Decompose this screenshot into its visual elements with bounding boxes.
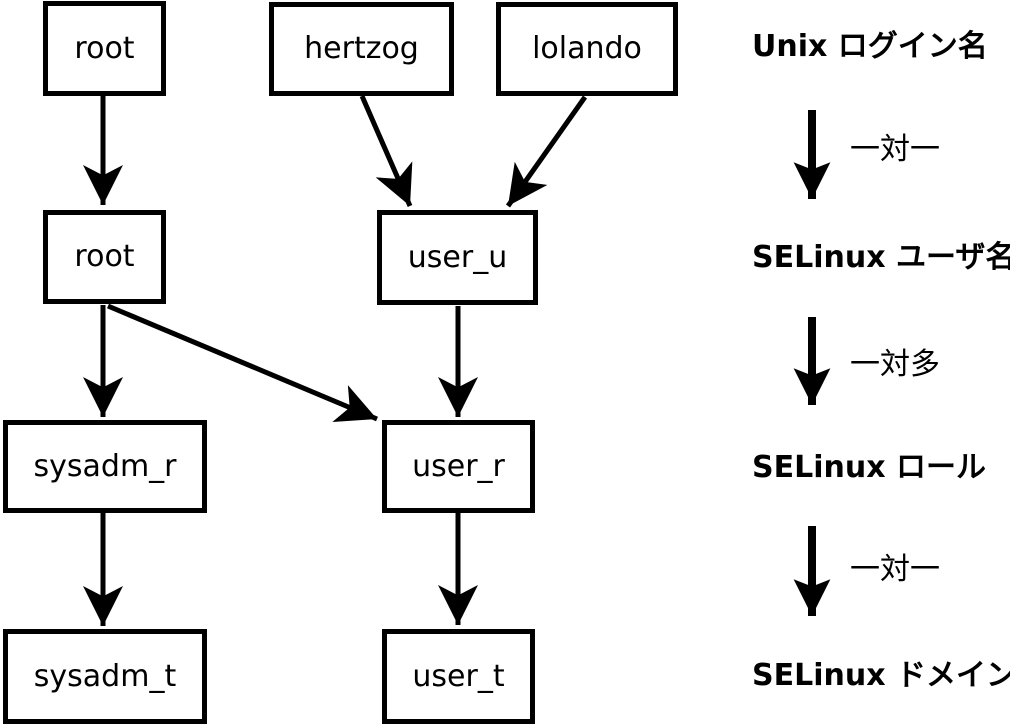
- node-unix-root: root: [43, 1, 166, 96]
- node-label: root: [74, 239, 135, 274]
- legend-level-selinux-domain: SELinux ドメイン: [752, 658, 1010, 693]
- node-unix-hertzog: hertzog: [269, 2, 454, 96]
- arrow-hertzog-to-user-u: [359, 95, 413, 207]
- arrow-selinux-root-to-user-r: [107, 303, 378, 422]
- node-role-sysadm-r: sysadm_r: [3, 420, 207, 513]
- legend-level-selinux-role: SELinux ロール: [752, 450, 987, 485]
- node-label: user_u: [407, 239, 508, 275]
- node-label: root: [74, 30, 135, 66]
- node-selinux-root: root: [43, 210, 166, 304]
- node-label: user_t: [412, 658, 505, 694]
- arrow-lolando-to-user-u: [505, 95, 588, 208]
- legend-level-selinux-user-name: SELinux ユーザ名: [752, 240, 1010, 275]
- node-selinux-user-u: user_u: [377, 210, 538, 305]
- legend-relation-one-to-one-2: 一対一: [850, 552, 940, 587]
- legend-level-unix-login-name: Unix ログイン名: [752, 29, 988, 64]
- node-label: hertzog: [304, 31, 419, 66]
- node-domain-sysadm-t: sysadm_t: [3, 629, 207, 724]
- legend-relation-one-to-many: 一対多: [850, 347, 940, 382]
- legend-relation-one-to-one-1: 一対一: [850, 132, 940, 167]
- node-role-user-r: user_r: [382, 420, 535, 513]
- node-domain-user-t: user_t: [382, 629, 535, 724]
- node-label: user_r: [412, 448, 505, 484]
- node-label: lolando: [532, 31, 642, 66]
- node-label: sysadm_r: [33, 448, 177, 484]
- node-unix-lolando: lolando: [496, 2, 678, 96]
- node-label: sysadm_t: [33, 658, 177, 694]
